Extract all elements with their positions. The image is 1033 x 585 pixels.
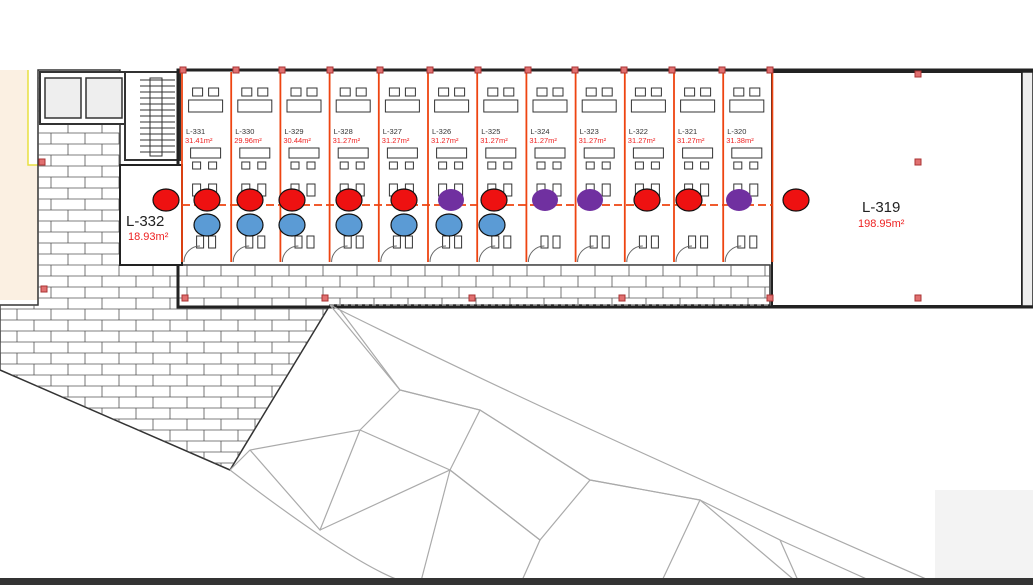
column <box>321 294 329 302</box>
marker-purple <box>532 189 558 211</box>
office-id: L-322 <box>629 127 648 136</box>
marker-purple <box>726 189 752 211</box>
marker-blue <box>435 213 463 237</box>
column <box>426 66 434 74</box>
canopy-edge-right <box>935 490 1033 585</box>
office-id: L-321 <box>678 127 697 136</box>
office-area: 31.27m² <box>480 136 508 145</box>
room-l319-area: 198.95m² <box>858 218 905 230</box>
marker-red <box>633 188 661 212</box>
marker-red <box>782 188 810 212</box>
column <box>914 294 922 302</box>
office-id: L-327 <box>383 127 402 136</box>
column <box>376 66 384 74</box>
marker-purple <box>577 189 603 211</box>
column <box>179 66 187 74</box>
column <box>668 66 676 74</box>
marker-red <box>390 188 418 212</box>
marker-red <box>675 188 703 212</box>
column <box>766 66 774 74</box>
marker-blue <box>478 213 506 237</box>
column <box>618 294 626 302</box>
office-id: L-331 <box>186 127 205 136</box>
office-id: L-326 <box>432 127 451 136</box>
room-l332-id: L-332 <box>126 213 164 230</box>
marker-red <box>480 188 508 212</box>
office-area: 31.38m² <box>726 136 754 145</box>
column <box>474 66 482 74</box>
room-l319-outline <box>771 71 1023 307</box>
office-id: L-323 <box>580 127 599 136</box>
lift-car-right <box>85 77 123 119</box>
office-area: 30.44m² <box>283 136 311 145</box>
column <box>620 66 628 74</box>
office-area: 29.96m² <box>234 136 262 145</box>
bottom-bar <box>0 578 1033 585</box>
right-stair-edge <box>1021 71 1033 307</box>
column <box>38 158 46 166</box>
marker-purple <box>438 189 464 211</box>
column <box>232 66 240 74</box>
column <box>326 66 334 74</box>
column <box>914 158 922 166</box>
office-area: 31.27m² <box>382 136 410 145</box>
office-id: L-329 <box>284 127 303 136</box>
office-area: 31.27m² <box>333 136 361 145</box>
office-area: 31.27m² <box>579 136 607 145</box>
office-id: L-324 <box>530 127 549 136</box>
canopy-lines <box>229 304 941 585</box>
marker-red <box>193 188 221 212</box>
column <box>40 285 48 293</box>
office-area: 31.27m² <box>677 136 705 145</box>
office-id: L-325 <box>481 127 500 136</box>
marker-red <box>152 188 180 212</box>
column <box>571 66 579 74</box>
marker-blue <box>335 213 363 237</box>
marker-red <box>278 188 306 212</box>
marker-red <box>236 188 264 212</box>
office-area: 31.27m² <box>628 136 656 145</box>
office-id: L-320 <box>727 127 746 136</box>
office-area: 31.27m² <box>529 136 557 145</box>
marker-blue <box>278 213 306 237</box>
column <box>181 294 189 302</box>
office-area: 31.27m² <box>431 136 459 145</box>
column <box>278 66 286 74</box>
office-id: L-328 <box>334 127 353 136</box>
room-l319-id: L-319 <box>862 199 900 216</box>
marker-blue <box>193 213 221 237</box>
lift-car-left <box>44 77 82 119</box>
marker-red <box>335 188 363 212</box>
marker-blue <box>390 213 418 237</box>
column <box>914 70 922 78</box>
column <box>524 66 532 74</box>
column <box>718 66 726 74</box>
office-area: 31.41m² <box>185 136 213 145</box>
room-l332-area: 18.93m² <box>128 231 169 243</box>
office-id: L-330 <box>235 127 254 136</box>
column <box>468 294 476 302</box>
marker-blue <box>236 213 264 237</box>
column <box>766 294 774 302</box>
